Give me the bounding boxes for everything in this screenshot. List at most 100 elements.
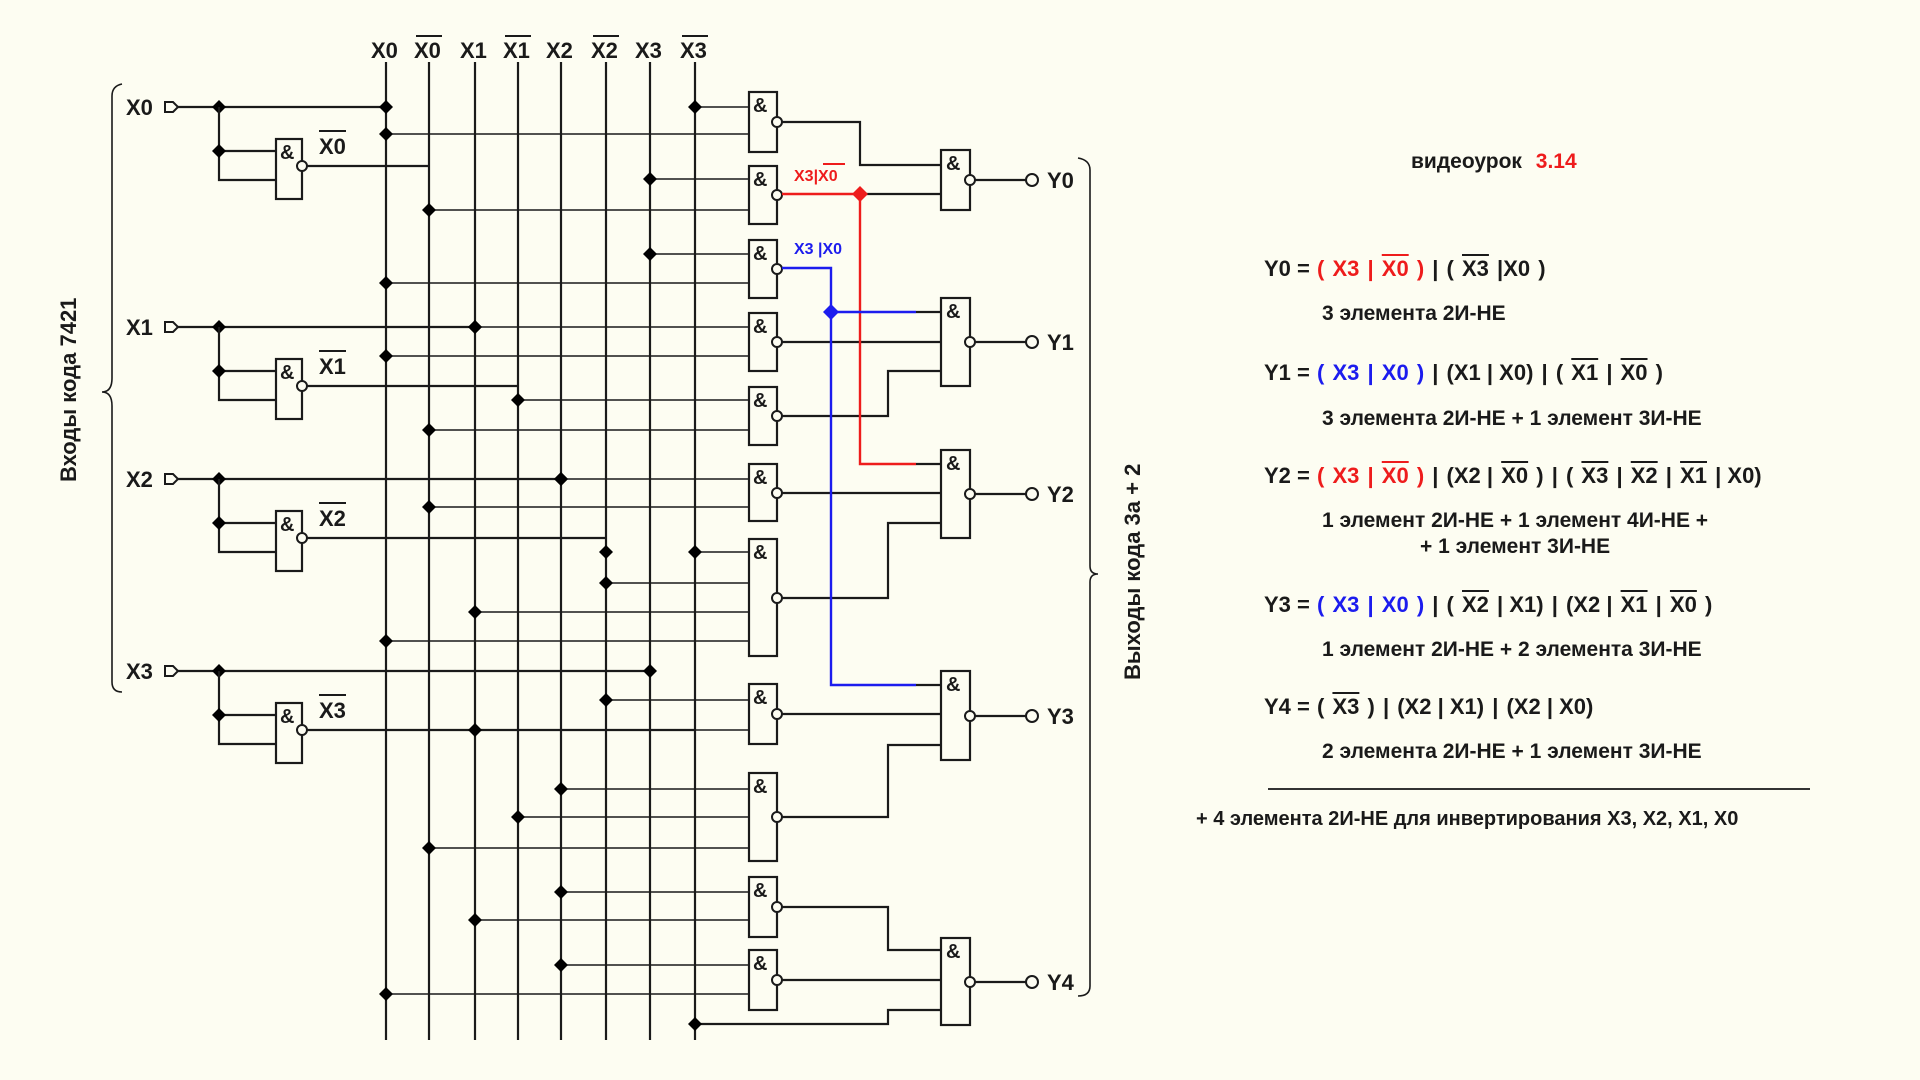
output-label-y0: Y0 — [1047, 168, 1074, 193]
gate-symbol: & — [280, 362, 294, 384]
output-pin — [1025, 709, 1039, 723]
input-label-x1: X1 — [126, 315, 153, 340]
gate-symbol: & — [946, 941, 960, 963]
wire — [217, 327, 276, 402]
junction-dot — [422, 841, 436, 855]
output-bracket — [1077, 157, 1099, 997]
input-label-x2: X2 — [126, 467, 153, 492]
inversion-bubble — [771, 263, 783, 275]
gate-symbol: & — [753, 169, 767, 191]
output-section: &Y0&Y1&Y2&Y3&Y4 — [688, 120, 1075, 1031]
gate-symbol: & — [753, 243, 767, 265]
blue-junction-dot — [823, 304, 839, 320]
input-pin — [164, 101, 180, 113]
output-label-y3: Y3 — [1047, 704, 1074, 729]
junction-dot — [422, 203, 436, 217]
wire — [217, 107, 276, 182]
gate-symbol: & — [946, 153, 960, 175]
junction-dot — [212, 364, 226, 378]
gate-symbol: & — [753, 316, 767, 338]
inversion-bubble — [296, 380, 308, 392]
inversion-bubble — [771, 116, 783, 128]
inverted-label-x2: X2 — [319, 506, 346, 531]
inversion-bubble — [964, 336, 976, 348]
bus-label: X0 — [414, 38, 441, 63]
junction-dot — [468, 723, 482, 737]
gate-symbol: & — [753, 687, 767, 709]
output-group-label: Выходы кода 3а + 2 — [1120, 464, 1145, 680]
input-pin — [164, 321, 180, 333]
inversion-bubble — [771, 189, 783, 201]
junction-dot — [643, 247, 657, 261]
junction-dot — [468, 320, 482, 334]
bus-label: X1 — [503, 38, 530, 63]
output-pin — [1025, 335, 1039, 349]
junction-dot — [643, 664, 657, 678]
inversion-bubble — [771, 708, 783, 720]
input-label-x0: X0 — [126, 95, 153, 120]
input-bracket — [101, 83, 123, 693]
inversion-bubble — [771, 410, 783, 422]
red-path-to-y2 — [858, 194, 916, 466]
wire — [782, 743, 941, 819]
junction-dot — [379, 987, 393, 1001]
gate-symbol: & — [946, 301, 960, 323]
junction-dot — [379, 100, 393, 114]
bus-label: X2 — [591, 38, 618, 63]
output-label-y2: Y2 — [1047, 482, 1074, 507]
gate-symbol: & — [280, 142, 294, 164]
wire — [217, 671, 276, 746]
input-pin — [164, 473, 180, 485]
bus-label: X1 — [460, 38, 487, 63]
junction-dot — [599, 576, 613, 590]
gate-symbol: & — [753, 776, 767, 798]
junction-dot — [599, 693, 613, 707]
input-group-label: Входы кода 7421 — [56, 298, 81, 482]
inversion-bubble — [771, 901, 783, 913]
inversion-bubble — [771, 592, 783, 604]
inversion-bubble — [771, 487, 783, 499]
junction-dot — [688, 100, 702, 114]
junction-dot — [379, 634, 393, 648]
gate-symbol: & — [753, 390, 767, 412]
junction-dot — [688, 545, 702, 559]
bus-label: X0 — [371, 38, 398, 63]
inversion-bubble — [964, 488, 976, 500]
junction-dot — [379, 127, 393, 141]
junction-dot — [212, 144, 226, 158]
inversion-bubble — [296, 160, 308, 172]
junction-dot — [554, 472, 568, 486]
wire — [782, 369, 941, 418]
junction-dot — [212, 516, 226, 530]
inversion-bubble — [964, 976, 976, 988]
gate-symbol: & — [280, 514, 294, 536]
wire — [695, 1008, 941, 1026]
junction-dot — [212, 708, 226, 722]
gate-symbol: & — [753, 953, 767, 975]
junction-dot — [688, 1017, 702, 1031]
output-pin — [1025, 975, 1039, 989]
junction-dot — [468, 605, 482, 619]
red-highlight-label: X3|X0 — [794, 168, 838, 185]
input-label-x3: X3 — [126, 659, 153, 684]
gate-symbol: & — [280, 706, 294, 728]
inverted-label-x0: X0 — [319, 134, 346, 159]
gate-symbol: & — [753, 467, 767, 489]
wire — [782, 905, 941, 952]
wire — [217, 479, 276, 554]
input-pin — [164, 665, 180, 677]
inversion-bubble — [296, 724, 308, 736]
gate-symbol: & — [946, 453, 960, 475]
junction-dot — [554, 782, 568, 796]
output-pin — [1025, 173, 1039, 187]
inversion-bubble — [771, 336, 783, 348]
junction-dot — [422, 500, 436, 514]
inverted-label-x3: X3 — [319, 698, 346, 723]
junction-dot — [422, 423, 436, 437]
gate-symbol: & — [753, 542, 767, 564]
bus-label: X2 — [546, 38, 573, 63]
wire — [782, 521, 941, 600]
